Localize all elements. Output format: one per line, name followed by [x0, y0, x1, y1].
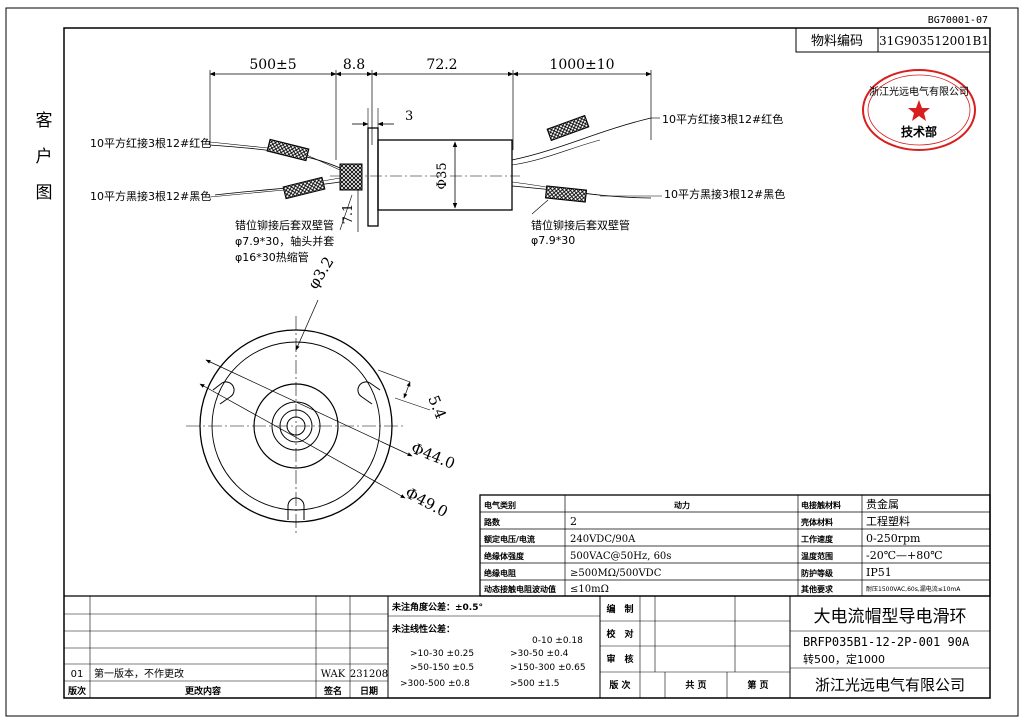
dim-inner-diameter: Φ44.0 — [409, 439, 458, 473]
stamp-company: 浙江光远电气有限公司 — [869, 85, 969, 98]
wire-lengths: 转500，定1000 — [803, 652, 885, 666]
spec-value: -20℃—+80℃ — [866, 549, 943, 562]
revision-header-signer: 签名 — [323, 685, 342, 697]
label-right-black-wire: 10平方黑接3根12#黑色 — [664, 187, 785, 201]
spec-value: IP51 — [866, 566, 892, 579]
label-total-pages: 共 页 — [685, 679, 706, 691]
spec-value: 500VAC@50Hz, 60s — [570, 551, 671, 562]
stamp-dept: 技术部 — [901, 124, 937, 139]
revision-header-date: 日期 — [360, 685, 378, 697]
dim-flange: 3 — [405, 109, 413, 124]
label-left-black-wire: 10平方黑接3根12#黑色 — [90, 189, 211, 203]
dim-length-right: 1000±10 — [549, 57, 614, 73]
customer-char-3: 图 — [36, 183, 53, 203]
inner-border — [63, 27, 991, 699]
spec-value: 240VDC/90A — [570, 534, 636, 545]
tolerance-item: >30-50 ±0.4 — [510, 649, 569, 659]
model-number: BRFP035B1-12-2P-001 90A — [803, 635, 970, 649]
revision-header-content: 更改内容 — [185, 685, 221, 697]
spec-table — [479, 494, 991, 597]
label-page-number: 第 页 — [747, 679, 768, 691]
tolerance-item: >150-300 ±0.65 — [510, 663, 586, 673]
customer-drawing-label: 客 户 图 — [36, 111, 53, 203]
sleeve-note-left-2: φ7.9*30，轴头并套 — [235, 234, 334, 248]
dim-outer-diameter: Φ49.0 — [402, 484, 451, 521]
spec-value: 贵金属 — [866, 497, 899, 511]
spec-value: ≤10mΩ — [570, 584, 609, 595]
customer-char-1: 客 — [36, 111, 53, 131]
technical-dept-stamp: 浙江光远电气有限公司 技术部 — [862, 69, 976, 151]
revision-signer: WAK — [321, 669, 346, 680]
linear-tolerance-title: 未注线性公差： — [391, 623, 455, 635]
dim-slot-width: 5.4 — [424, 393, 450, 422]
spec-label: 动态接触电阻波动值 — [484, 584, 556, 594]
revision-content: 第一版本，不作更改 — [94, 667, 184, 680]
spec-label: 电接触材料 — [801, 500, 841, 510]
spec-label: 路数 — [484, 517, 501, 527]
dim-shaft-offset: 7.1 — [341, 204, 356, 225]
drawing-number: BG70001-07 — [928, 15, 988, 26]
dim-length-left: 500±5 — [249, 57, 296, 73]
revision-header-no: 版次 — [67, 685, 86, 697]
spec-label: 壳体材料 — [800, 517, 833, 527]
outer-border — [5, 7, 1019, 717]
spec-value: 动力 — [674, 500, 690, 510]
sleeve-note-left-3: φ16*30热缩管 — [235, 250, 309, 264]
sleeve-note-right-1: 错位铆接后套双壁管 — [531, 218, 630, 232]
side-view — [209, 70, 662, 232]
angle-tolerance: 未注角度公差：±0.5° — [391, 601, 483, 613]
title-block-grid — [64, 595, 990, 698]
tolerance-item: >500 ±1.5 — [510, 679, 559, 689]
tolerance-item: >10-30 ±0.25 — [410, 649, 474, 659]
spec-value: 2 — [570, 515, 577, 528]
label-audited-by: 审 核 — [606, 653, 633, 665]
label-right-red-wire: 10平方红接3根12#红色 — [662, 112, 783, 126]
spec-label: 绝缘电阻 — [484, 568, 516, 578]
label-left-red-wire: 10平方红接3根12#红色 — [90, 136, 211, 150]
spec-label: 其他要求 — [801, 584, 834, 594]
spec-value: 工程塑料 — [866, 514, 910, 528]
sleeve-note-right-2: φ7.9*30 — [531, 234, 575, 247]
spec-value: 0-250rpm — [866, 532, 921, 545]
label-drawn-by: 编 制 — [606, 603, 633, 615]
revision-no: 01 — [71, 669, 84, 680]
tolerance-item: >50-150 ±0.5 — [410, 663, 474, 673]
front-view — [186, 299, 431, 536]
material-code-label: 物料编码 — [811, 34, 863, 49]
revision-date: 231208 — [350, 669, 388, 680]
spec-rows: 电气类别 动力 电接触材料 贵金属 路数 2 壳体材料 工程塑料 额定电压/电流… — [484, 497, 961, 595]
company-name: 浙江光远电气有限公司 — [815, 676, 965, 694]
spec-label: 绝缘体强度 — [484, 551, 525, 561]
spec-label: 温度范围 — [801, 551, 833, 561]
customer-char-2: 户 — [36, 147, 53, 167]
spec-label: 电气类别 — [484, 500, 516, 510]
spec-label: 额定电压/电流 — [484, 534, 535, 544]
drawing-title: 大电流帽型导电滑环 — [814, 607, 967, 627]
spec-value: 耐压1500VAC,60s,漏电流≤10mA — [866, 585, 961, 593]
dim-body-diameter: Φ35 — [435, 162, 450, 189]
spec-label: 工作速度 — [801, 534, 834, 544]
dim-hole-diameter: φ3.2 — [304, 253, 337, 292]
star-icon — [908, 100, 930, 121]
label-version: 版 次 — [608, 679, 630, 691]
material-code-box: 物料编码 31G903512001B1 — [795, 27, 991, 53]
tolerance-item: >300-500 ±0.8 — [400, 679, 470, 689]
tolerance-item: 0-10 ±0.18 — [532, 636, 583, 646]
dim-shaft: 8.8 — [343, 57, 365, 73]
sleeve-note-left-1: 错位铆接后套双壁管 — [235, 218, 334, 232]
dim-body: 72.2 — [426, 57, 457, 73]
label-checked-by: 校 对 — [606, 628, 633, 640]
spec-value: ≥500MΩ/500VDC — [570, 568, 662, 579]
spec-label: 防护等级 — [801, 568, 834, 578]
material-code-value: 31G903512001B1 — [879, 34, 989, 48]
